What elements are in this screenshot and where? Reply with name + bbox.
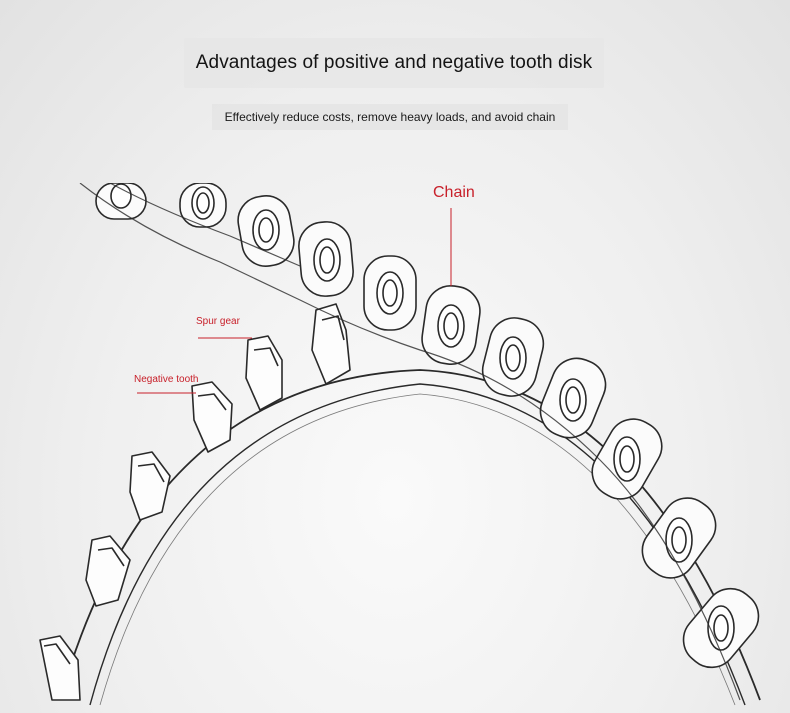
chain-link [237, 195, 295, 267]
chain-link [298, 221, 354, 297]
page-title: Advantages of positive and negative toot… [195, 52, 593, 73]
chain-link [363, 255, 417, 331]
tooth [311, 303, 351, 385]
chain-link [421, 285, 481, 365]
tooth [129, 451, 171, 521]
chain-link [179, 183, 227, 228]
chain-link [539, 357, 607, 439]
page-subtitle: Effectively reduce costs, remove heavy l… [224, 110, 556, 124]
callout-lines [137, 208, 452, 394]
tooth [85, 535, 131, 607]
chain-label: Chain [433, 184, 475, 201]
tooth [39, 635, 81, 701]
spur-gear-label: Spur gear [196, 316, 240, 327]
chainring-teeth [39, 303, 351, 701]
chain-link [591, 418, 663, 500]
negative-tooth-label: Negative tooth [134, 374, 199, 385]
chain-link [682, 587, 760, 669]
tooth [191, 381, 233, 453]
chain-links [95, 183, 760, 669]
chain-link [481, 317, 545, 397]
tooth [245, 335, 283, 411]
subtitle-panel: Effectively reduce costs, remove heavy l… [212, 104, 568, 130]
title-panel: Advantages of positive and negative toot… [184, 38, 604, 88]
chain-link [641, 497, 717, 579]
